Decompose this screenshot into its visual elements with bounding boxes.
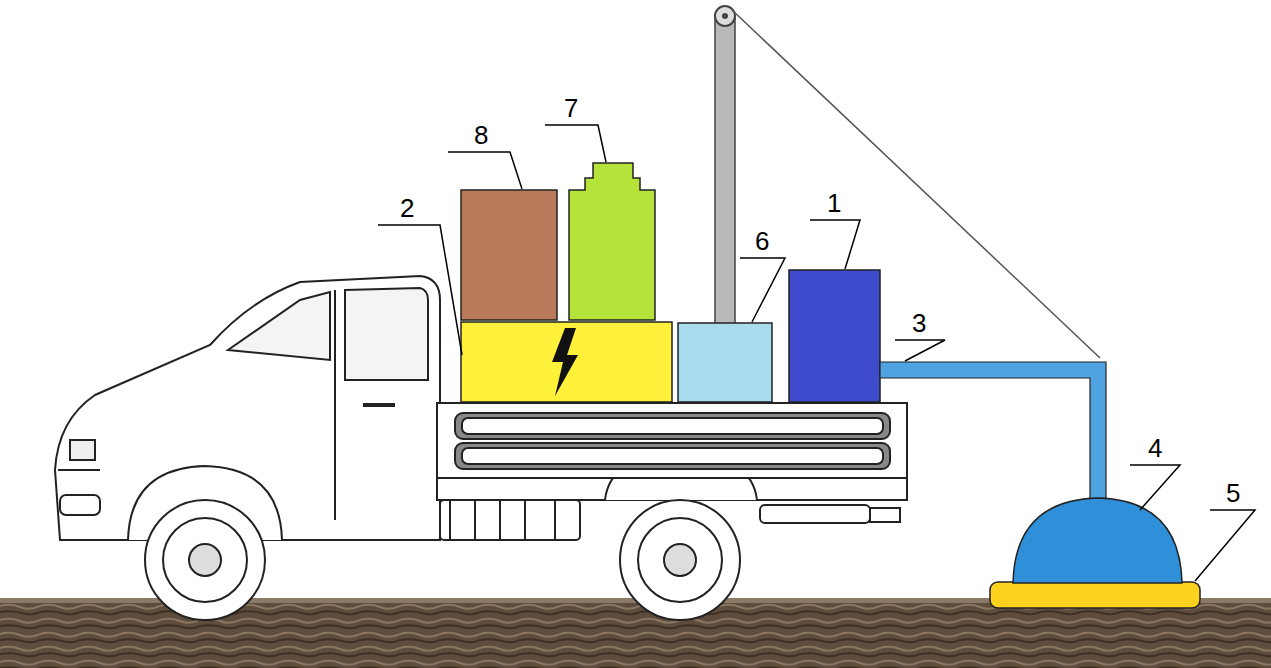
leader-lines — [378, 125, 1255, 581]
callout-number: 7 — [564, 95, 578, 121]
unit-6 — [678, 323, 772, 402]
unit-8 — [461, 190, 557, 320]
callout-number: 6 — [755, 228, 769, 254]
cable — [732, 10, 1100, 358]
callout-number: 4 — [1148, 435, 1162, 461]
lightning-symbol — [552, 328, 578, 396]
base-plate-5 — [990, 582, 1200, 608]
crane-mast — [715, 18, 735, 324]
dome-4 — [1013, 498, 1182, 583]
callout-number: 5 — [1226, 480, 1240, 506]
hose-3 — [880, 362, 1106, 515]
callout-number: 8 — [474, 122, 488, 148]
callout-number: 2 — [400, 195, 414, 221]
unit-7 — [569, 163, 655, 320]
callout-number: 1 — [827, 190, 841, 216]
generator-2 — [461, 322, 672, 402]
truck-bed — [437, 403, 907, 478]
pulley — [715, 6, 735, 26]
truck-cab — [55, 276, 440, 540]
callout-number: 3 — [912, 310, 926, 336]
unit-1 — [789, 270, 880, 402]
